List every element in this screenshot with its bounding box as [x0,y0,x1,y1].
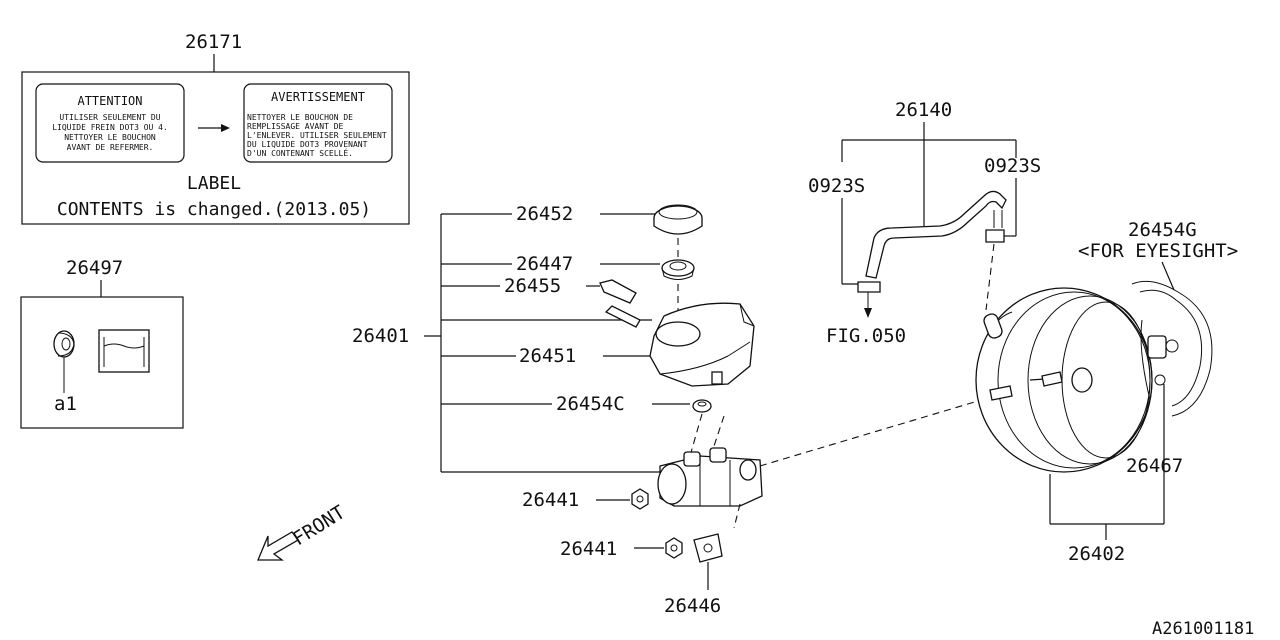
part-number-0923s-right: 0923S [984,155,1041,177]
hose-clamp-right-icon [985,229,1005,243]
part-number-26447: 26447 [516,253,573,275]
flange-nut-lower [665,537,683,559]
attention-line-4: AVANT DE REFERMER. [67,143,154,152]
part-number-26451: 26451 [519,345,576,367]
attention-line-1: UTILISER SEULEMENT DU [59,113,160,122]
for-eyesight-note: <FOR EYESIGHT> [1078,240,1238,262]
attention-title: ATTENTION [77,94,142,108]
grease-pack-icon [98,329,150,373]
label-outer-box [21,71,410,225]
front-label: FRONT [289,501,349,550]
brake-booster [975,287,1153,473]
part-number-26467: 26467 [1126,455,1183,477]
contents-note: CONTENTS is changed.(2013.05) [57,199,371,220]
attention-line-2: LIQUIDE FREIN DOT3 OU 4. [52,123,168,132]
hose-clamp-left-icon [857,281,881,293]
reservoir-cap [653,204,703,235]
avertissement-line-5: D'UN CONTENANT SCELLÉ. [247,147,353,158]
seal-ring-icon [53,330,75,358]
reservoir-tank [649,302,755,387]
avertissement-title: AVERTISSEMENT [271,90,365,104]
avertissement-line-2: REMPLISSAGE AVANT DE [247,122,344,131]
level-sensor [599,279,641,328]
part-number-26454c: 26454C [556,393,625,415]
part-number-a1: a1 [54,393,77,415]
reservoir-seal [661,259,695,280]
part-number-26402: 26402 [1068,543,1125,565]
avertissement-box [243,83,393,163]
master-cylinder-group: 26401 26452 26447 26455 26451 26454C [257,203,1023,617]
label-caption: LABEL [187,173,241,194]
part-number-26497: 26497 [66,257,123,279]
avertissement-line-1: NETTOYER LE BOUCHON DE [247,113,353,122]
part-number-26140: 26140 [895,99,952,121]
arrow-right-icon [198,124,230,132]
part-number-26446: 26446 [664,595,721,617]
part-number-26455: 26455 [504,275,561,297]
flange-nut-upper [631,488,649,510]
avertissement-line-3: L'ENLEVER. UTILISER SEULEMENT [247,131,387,140]
fig-050-ref: FIG.050 [826,325,906,347]
label-26171-group: 26171 ATTENTION UTILISER SEULEMENT DU LI… [21,31,410,225]
master-cylinder-body [657,447,763,507]
brake-booster-group: 26454G <FOR EYESIGHT> 26467 26402 [975,219,1238,565]
diagram-id: A261001181 [1152,619,1254,639]
grommet [692,399,712,413]
part-number-26401: 26401 [352,325,409,347]
attention-box [35,83,185,163]
mounting-bracket [693,533,723,563]
front-direction-arrow-icon [257,531,299,561]
part-number-26452: 26452 [516,203,573,225]
part-number-26441-upper: 26441 [522,489,579,511]
kit-box [20,296,184,429]
avertissement-line-4: DU LIQUIDE DOT3 PROVENANT [247,140,368,149]
eyesight-bracket [1131,280,1213,417]
vacuum-hose [865,190,1007,279]
part-number-26441-lower: 26441 [560,538,617,560]
kit-26497-group: 26497 a1 [20,257,184,429]
part-number-26171: 26171 [185,31,242,53]
part-number-26454g: 26454G [1128,219,1197,241]
part-number-0923s-left: 0923S [808,175,865,197]
attention-line-3: NETTOYER LE BOUCHON [64,133,156,142]
vacuum-hose-group: 26140 0923S 0923S FIG.050 [808,99,1041,347]
